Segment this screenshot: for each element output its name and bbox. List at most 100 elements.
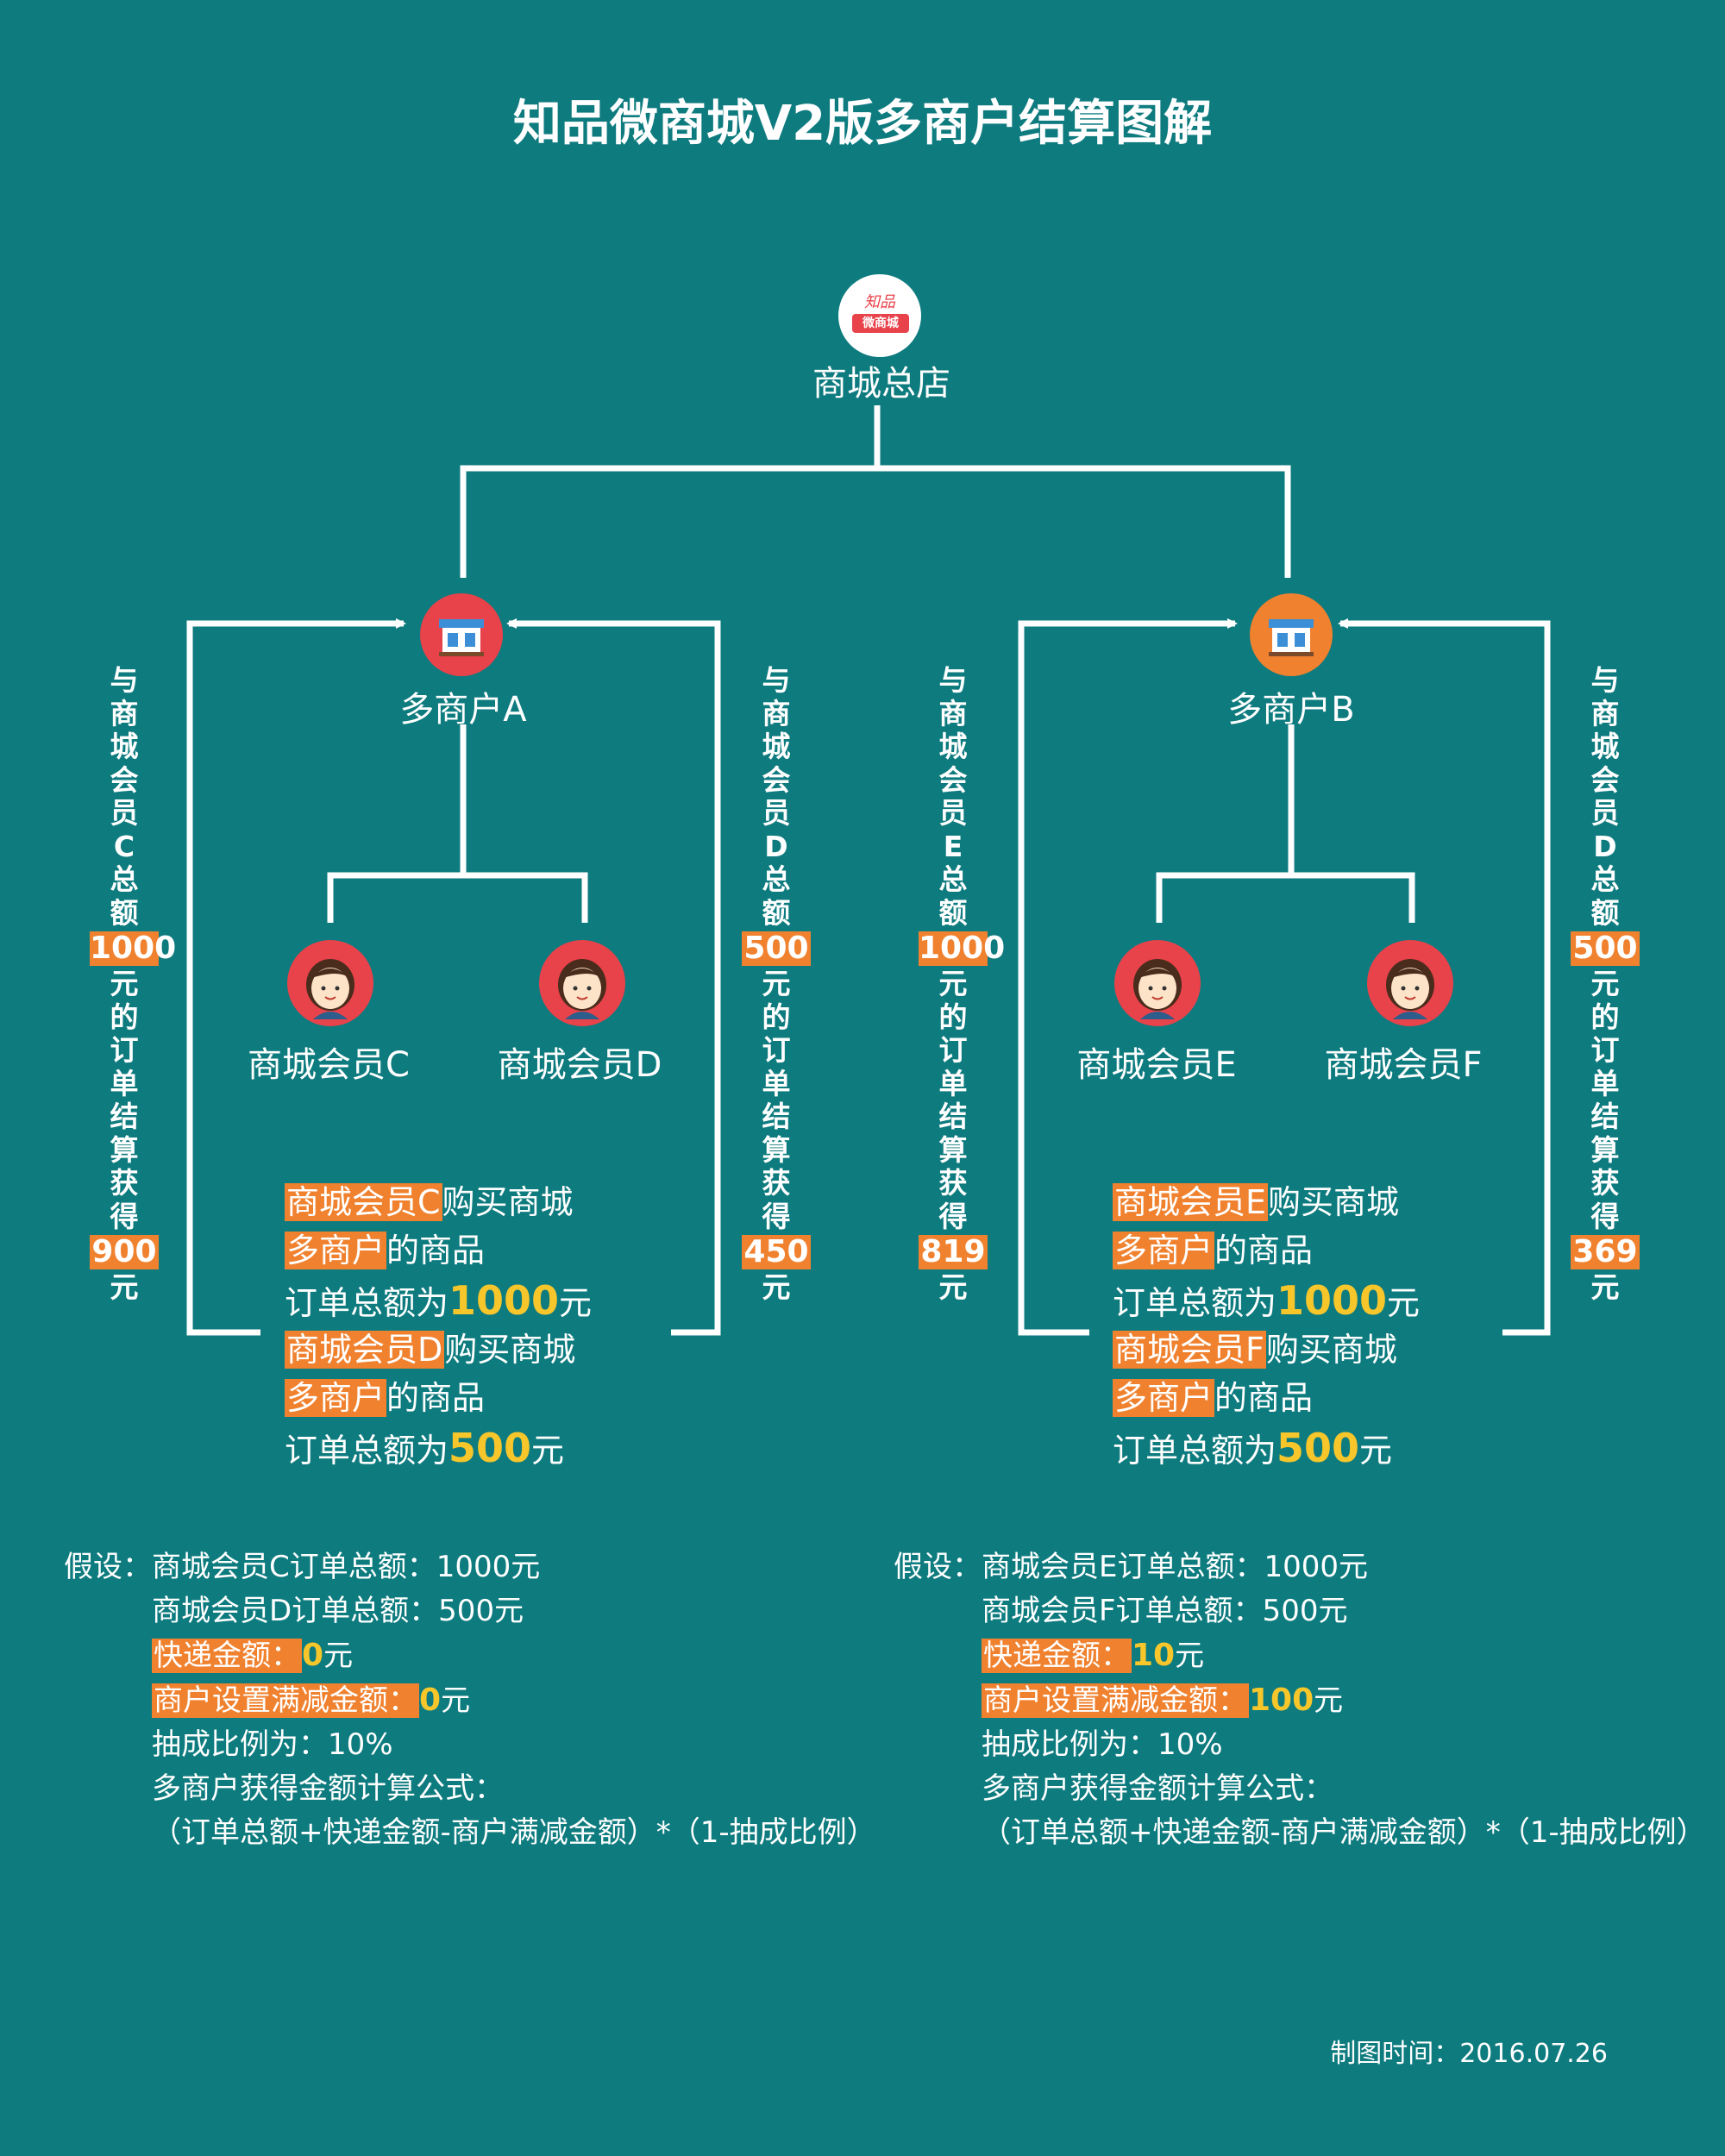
note-line: 快递金额：10元 xyxy=(894,1633,1706,1678)
store-icon xyxy=(1269,619,1314,656)
vertical-char: 结 xyxy=(1590,1100,1620,1133)
avatar-icon xyxy=(306,959,354,1019)
note-text: 商城会员D订单总额：500元 xyxy=(152,1594,524,1628)
vertical-char: 的 xyxy=(110,1000,139,1034)
store-icon xyxy=(439,619,484,656)
merchant-b-orders: 商城会员E购买商城 多商户的商品 订单总额为1000元 商城会员F购买商城 多商… xyxy=(1113,1183,1420,1470)
vertical-char: 额 xyxy=(938,895,968,930)
vertical-char: 与 xyxy=(938,663,968,697)
note-line: （订单总额+快递金额-商户满减金额）*（1-抽成比例） xyxy=(894,1811,1706,1855)
note-text: 商城会员E订单总额：1000元 xyxy=(982,1550,1369,1584)
chart-date: 制图时间：2016.07.26 xyxy=(1330,2039,1608,2069)
member-name: 商城会员C xyxy=(285,1183,442,1221)
vertical-char: 城 xyxy=(762,730,791,763)
order-amount: 1000 xyxy=(1276,1277,1388,1324)
member-name: 商城会员E xyxy=(1113,1183,1269,1221)
order-line: 多商户的商品 xyxy=(1113,1232,1420,1269)
order-unit: 元 xyxy=(531,1432,565,1470)
vertical-char: 额 xyxy=(1590,895,1620,930)
member-f-avatar-icon xyxy=(1367,940,1453,1026)
order-amount: 500 xyxy=(1276,1425,1360,1471)
order-total: 订单总额为500元 xyxy=(1113,1428,1420,1470)
note-text: 多商户获得金额计算公式： xyxy=(152,1771,504,1806)
note-unit: 元 xyxy=(1314,1683,1344,1718)
root-label: 商城总店 xyxy=(812,364,950,404)
vertical-char: 元 xyxy=(762,1270,791,1304)
vertical-char: 获 xyxy=(762,1166,791,1200)
note-unit: 元 xyxy=(441,1683,471,1718)
note-value: 0 xyxy=(419,1683,442,1718)
vertical-char: 结 xyxy=(110,1100,139,1133)
vertical-char: 订 xyxy=(762,1033,791,1067)
settlement-amount-badge: 900 xyxy=(90,1235,159,1269)
order-line: 商城会员C购买商城 xyxy=(285,1183,592,1221)
order-amount-badge: 1000 xyxy=(919,931,1006,966)
note-text: 商城会员C订单总额：1000元 xyxy=(152,1550,541,1584)
vertical-char: 总 xyxy=(1590,862,1620,896)
merchant-name: 多商户 xyxy=(285,1379,387,1417)
note-line: 商城会员F订单总额：500元 xyxy=(894,1589,1706,1633)
note-line: 多商户获得金额计算公式： xyxy=(894,1767,1706,1811)
order-text: 订单总额为 xyxy=(285,1284,449,1322)
vertical-char: 元 xyxy=(762,967,791,1000)
member-name: 商城会员F xyxy=(1113,1331,1266,1369)
order-line: 商城会员E购买商城 xyxy=(1113,1183,1420,1221)
order-total: 订单总额为1000元 xyxy=(285,1281,593,1322)
vertical-char: D xyxy=(1593,829,1617,863)
member-e-avatar-icon xyxy=(1114,940,1201,1026)
vertical-char: 元 xyxy=(938,1270,968,1304)
avatar-icon xyxy=(1386,959,1434,1019)
note-unit: 元 xyxy=(1175,1639,1205,1673)
vertical-char: 单 xyxy=(110,1066,139,1100)
vertical-char: 结 xyxy=(938,1100,968,1133)
note-unit: 元 xyxy=(323,1639,354,1673)
note-line: 快递金额：0元 xyxy=(64,1633,876,1678)
merchant-name: 多商户 xyxy=(285,1232,387,1269)
note-text: 商城会员F订单总额：500元 xyxy=(982,1594,1348,1628)
note-text: 多商户获得金额计算公式： xyxy=(982,1771,1333,1806)
note-line: 多商户获得金额计算公式： xyxy=(64,1767,876,1811)
vertical-char: 商 xyxy=(110,696,139,730)
order-unit: 元 xyxy=(559,1284,593,1322)
merchant-name: 多商户 xyxy=(1113,1232,1215,1269)
vertical-char: 与 xyxy=(1590,663,1620,697)
order-total: 订单总额为500元 xyxy=(285,1428,592,1470)
note-line: 商户设置满减金额：100元 xyxy=(894,1678,1706,1723)
vertical-char: 元 xyxy=(1590,1270,1620,1304)
note-highlight: 商户设置满减金额： xyxy=(982,1683,1249,1718)
vertical-char: 城 xyxy=(1590,730,1620,763)
vertical-char: 额 xyxy=(762,895,791,930)
vertical-char: 算 xyxy=(110,1132,139,1167)
note-text: 抽成比例为：10% xyxy=(982,1727,1223,1762)
vertical-char: 与 xyxy=(762,663,791,697)
member-c-avatar-icon xyxy=(287,940,373,1026)
merchant-a-assumptions: 假设：商城会员C订单总额：1000元 商城会员D订单总额：500元 快递金额：0… xyxy=(64,1545,876,1855)
vertical-char: D xyxy=(764,829,788,863)
page-title: 知品微商城V2版多商户结算图解 xyxy=(512,96,1213,152)
member-f-label: 商城会员F xyxy=(1324,1045,1483,1085)
vertical-char: 的 xyxy=(762,1000,791,1034)
order-unit: 元 xyxy=(1359,1432,1393,1470)
vertical-char: 员 xyxy=(762,796,791,830)
merchant-name: 多商户 xyxy=(1113,1379,1215,1417)
note-formula: （订单总额+快递金额-商户满减金额）*（1-抽成比例） xyxy=(152,1815,876,1850)
vertical-char: 会 xyxy=(938,762,968,797)
vertical-char: 获 xyxy=(1590,1166,1620,1200)
vertical-char: 订 xyxy=(110,1033,139,1067)
vertical-char: 元 xyxy=(938,967,968,1000)
vertical-char: 结 xyxy=(762,1100,791,1133)
vertical-char: 总 xyxy=(110,862,139,896)
vertical-char: 城 xyxy=(938,730,968,763)
note-value: 0 xyxy=(302,1638,324,1673)
member-c-label: 商城会员C xyxy=(248,1045,410,1085)
vertical-char: 元 xyxy=(1590,967,1620,1000)
mall-logo: 知品 微商城 xyxy=(838,274,921,357)
order-amount-badge: 1000 xyxy=(90,931,177,966)
member-e-label: 商城会员E xyxy=(1076,1045,1237,1085)
order-text: 购买商城 xyxy=(1265,1331,1397,1369)
note-line: 商户设置满减金额：0元 xyxy=(64,1678,876,1723)
note-line: （订单总额+快递金额-商户满减金额）*（1-抽成比例） xyxy=(64,1811,876,1855)
vertical-char: 会 xyxy=(762,762,791,797)
